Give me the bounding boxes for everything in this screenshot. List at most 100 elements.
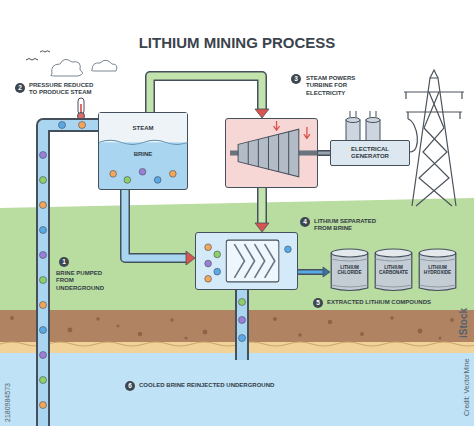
turbine-shaft bbox=[318, 153, 330, 154]
soil-layer bbox=[170, 318, 174, 322]
reinjection-pipe bbox=[239, 299, 246, 306]
power-pylon bbox=[406, 92, 462, 119]
transformer bbox=[346, 120, 360, 141]
soil-layer bbox=[360, 332, 364, 336]
turbine-box-art bbox=[226, 119, 317, 187]
soil-layer bbox=[298, 333, 302, 337]
soil-layer bbox=[328, 320, 333, 325]
turbine-box: STEAM POWERS TURBINE FOR ELECTRICITY bbox=[225, 118, 318, 188]
callout-text: BRINE PUMPED FROM UNDERGROUND bbox=[56, 270, 118, 292]
cloud bbox=[51, 59, 83, 76]
callout-number: 6 bbox=[125, 381, 135, 391]
reinjection-pipe bbox=[239, 288, 246, 360]
soil-layer bbox=[203, 330, 208, 335]
watermark: iStock bbox=[458, 308, 469, 338]
brine-tank: STEAM BRINE bbox=[98, 112, 188, 190]
soil-layer bbox=[450, 318, 454, 322]
cloud bbox=[51, 59, 117, 76]
separator-box-art bbox=[214, 251, 221, 258]
brine-tank-art bbox=[99, 113, 187, 142]
brine-pipe bbox=[125, 190, 195, 265]
generator-box: ELECTRICAL GENERATOR bbox=[330, 140, 410, 166]
tank-layer-label: STEAM bbox=[99, 125, 187, 132]
callout-number: 2 bbox=[15, 83, 25, 93]
brine-tank-art bbox=[170, 170, 177, 177]
barrel-label: LITHIUM HYDROXIDE bbox=[418, 265, 457, 276]
lithium-barrel-art bbox=[419, 249, 456, 257]
reinjection-pipe bbox=[235, 288, 249, 360]
turbine-box-art bbox=[238, 129, 299, 177]
power-pylon bbox=[404, 92, 464, 112]
steam-pipe bbox=[255, 188, 269, 232]
brine-well-pipe bbox=[40, 177, 47, 184]
brine-tank-art bbox=[99, 140, 188, 144]
lithium-barrel: LITHIUM CARBONATE bbox=[374, 248, 413, 292]
turbine-shaft-outline bbox=[318, 150, 330, 156]
separator-box-art bbox=[205, 260, 212, 267]
brine-well-pipe bbox=[40, 152, 47, 159]
transformer bbox=[366, 118, 380, 123]
brine-tank-art bbox=[110, 170, 117, 177]
brine-well-pipe bbox=[79, 122, 86, 129]
steam-pipe-outline bbox=[150, 76, 262, 112]
turbine-box-art bbox=[274, 121, 310, 138]
soil-layer bbox=[10, 316, 14, 320]
soil-layer bbox=[68, 328, 73, 333]
reinjection-pipe bbox=[237, 288, 247, 360]
separator-box-art bbox=[234, 244, 274, 278]
thermometer bbox=[78, 98, 84, 114]
box-label: ELECTRICAL GENERATOR bbox=[344, 146, 396, 161]
brine-well-pipe bbox=[40, 252, 47, 259]
barrel-label: LITHIUM CARBONATE bbox=[374, 265, 413, 276]
callout-number: 5 bbox=[313, 298, 323, 308]
soil-layer bbox=[418, 329, 423, 334]
brine-well-pipe bbox=[40, 352, 47, 359]
arrowhead bbox=[255, 109, 269, 118]
birds bbox=[26, 51, 50, 60]
callout-text: COOLED BRINE REINJECTED UNDERGROUND bbox=[139, 382, 274, 389]
brine-well-pipe bbox=[40, 302, 47, 309]
brine-well-pipe bbox=[40, 402, 47, 409]
lithium-flow-arrow bbox=[298, 267, 330, 277]
callout-number: 4 bbox=[300, 217, 310, 227]
soil-layer bbox=[273, 317, 277, 321]
brine-well-pipe bbox=[59, 122, 66, 129]
separator-box-art bbox=[226, 240, 279, 282]
lithium-flow-arrow-body bbox=[298, 271, 324, 274]
reinjection-pipe bbox=[239, 335, 246, 342]
soil-layer bbox=[185, 337, 188, 340]
arrowhead bbox=[186, 251, 195, 265]
callout-heading: STEAM POWERS TURBINE FOR ELECTRICITY bbox=[306, 75, 376, 97]
brine-tank-art bbox=[139, 168, 146, 175]
brine-well-pipe bbox=[40, 277, 47, 284]
arrowhead bbox=[255, 223, 269, 232]
transformer bbox=[350, 111, 376, 117]
brine-well-pipe bbox=[40, 227, 47, 234]
steam-pipe-body bbox=[150, 76, 262, 112]
transformer bbox=[346, 118, 360, 123]
brine-well-pipe bbox=[40, 377, 47, 384]
separator-box-art bbox=[205, 275, 212, 282]
tank-layer-label: BRINE bbox=[99, 151, 187, 158]
callout-text: EXTRACTED LITHIUM COMPOUNDS bbox=[327, 299, 431, 306]
separator-box-art bbox=[205, 244, 212, 251]
brine-pipe-outline bbox=[125, 190, 187, 258]
brine-pipe-body bbox=[125, 190, 187, 258]
power-pylon bbox=[412, 78, 456, 206]
power-pylon bbox=[430, 70, 438, 78]
callout-text: PRESSURE REDUCED TO PRODUCE STEAM bbox=[29, 82, 99, 97]
transformer bbox=[346, 111, 380, 141]
thermometer bbox=[78, 98, 85, 120]
lithium-barrel-art bbox=[375, 249, 412, 257]
power-pylon bbox=[416, 92, 452, 206]
separator-box-art bbox=[196, 233, 297, 289]
brine-tank-art bbox=[124, 177, 131, 184]
diagram-title: LITHIUM MINING PROCESS bbox=[0, 34, 474, 52]
soil-layer bbox=[96, 317, 100, 321]
separator-box: LITHIUM SEPARATED FROM BRINE bbox=[195, 232, 298, 290]
transformer bbox=[366, 120, 380, 141]
soil-layer bbox=[390, 316, 394, 320]
